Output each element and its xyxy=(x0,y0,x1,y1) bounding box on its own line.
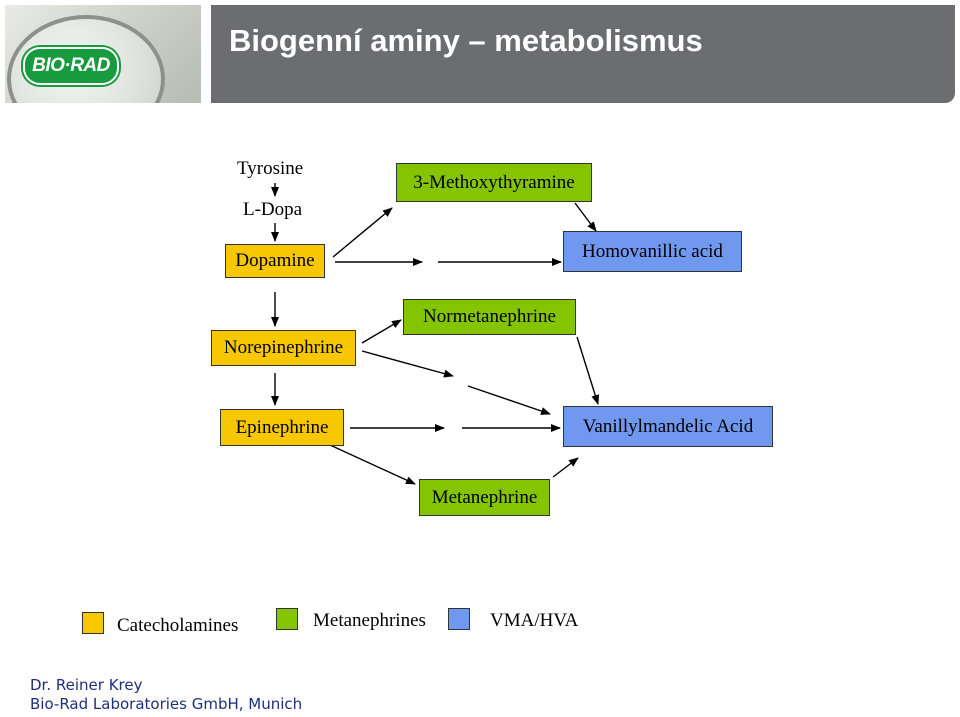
methoxythyramine-box: 3-Methoxythyramine xyxy=(396,163,592,202)
legend-catecholamines-label: Catecholamines xyxy=(117,615,239,636)
legend-catecholamines-swatch xyxy=(82,612,104,634)
page-title: Biogenní aminy – metabolismus xyxy=(229,23,703,58)
homovanillic-acid-box: Homovanillic acid xyxy=(563,231,742,272)
arrow-metanephrine-vanillylmandelic xyxy=(552,457,579,478)
legend-metanephrines-label: Metanephrines xyxy=(313,610,426,631)
l-dopa-label: L-Dopa xyxy=(243,199,303,220)
arrow-norepinephrine-normetanephrine xyxy=(361,319,402,344)
arrow-norepinephrine-down xyxy=(361,350,454,378)
epinephrine-box: Epinephrine xyxy=(220,409,344,446)
dopamine-box: Dopamine xyxy=(225,244,325,278)
vanillylmandelic-acid-box: Vanillylmandelic Acid xyxy=(563,406,773,447)
arrow-epinephrine-metanephrine xyxy=(329,444,416,485)
arrow-dopamine-methoxythyramine xyxy=(332,207,393,258)
legend-vma-hva-label: VMA/HVA xyxy=(490,610,579,631)
legend-vma-hva-swatch xyxy=(448,608,470,630)
logo-panel: BIO·RAD xyxy=(5,5,201,103)
normetanephrine-box: Normetanephrine xyxy=(403,299,576,335)
footer-author: Dr. Reiner Krey xyxy=(30,676,143,694)
legend-metanephrines-swatch xyxy=(276,608,298,630)
arrow-methoxythyramine-homovanillic xyxy=(574,202,597,232)
arrow-normetanephrine-vanillylmandelic xyxy=(576,336,600,405)
footer-company: Bio-Rad Laboratories GmbH, Munich xyxy=(30,695,303,713)
norepinephrine-box: Norepinephrine xyxy=(211,330,356,366)
title-bar: Biogenní aminy – metabolismus xyxy=(211,5,955,103)
tyrosine-label: Tyrosine xyxy=(237,158,304,179)
metanephrine-box: Metanephrine xyxy=(419,479,550,516)
bio-rad-logo: BIO·RAD xyxy=(23,47,119,85)
arrow-to-vanillylmandelic xyxy=(467,385,551,415)
